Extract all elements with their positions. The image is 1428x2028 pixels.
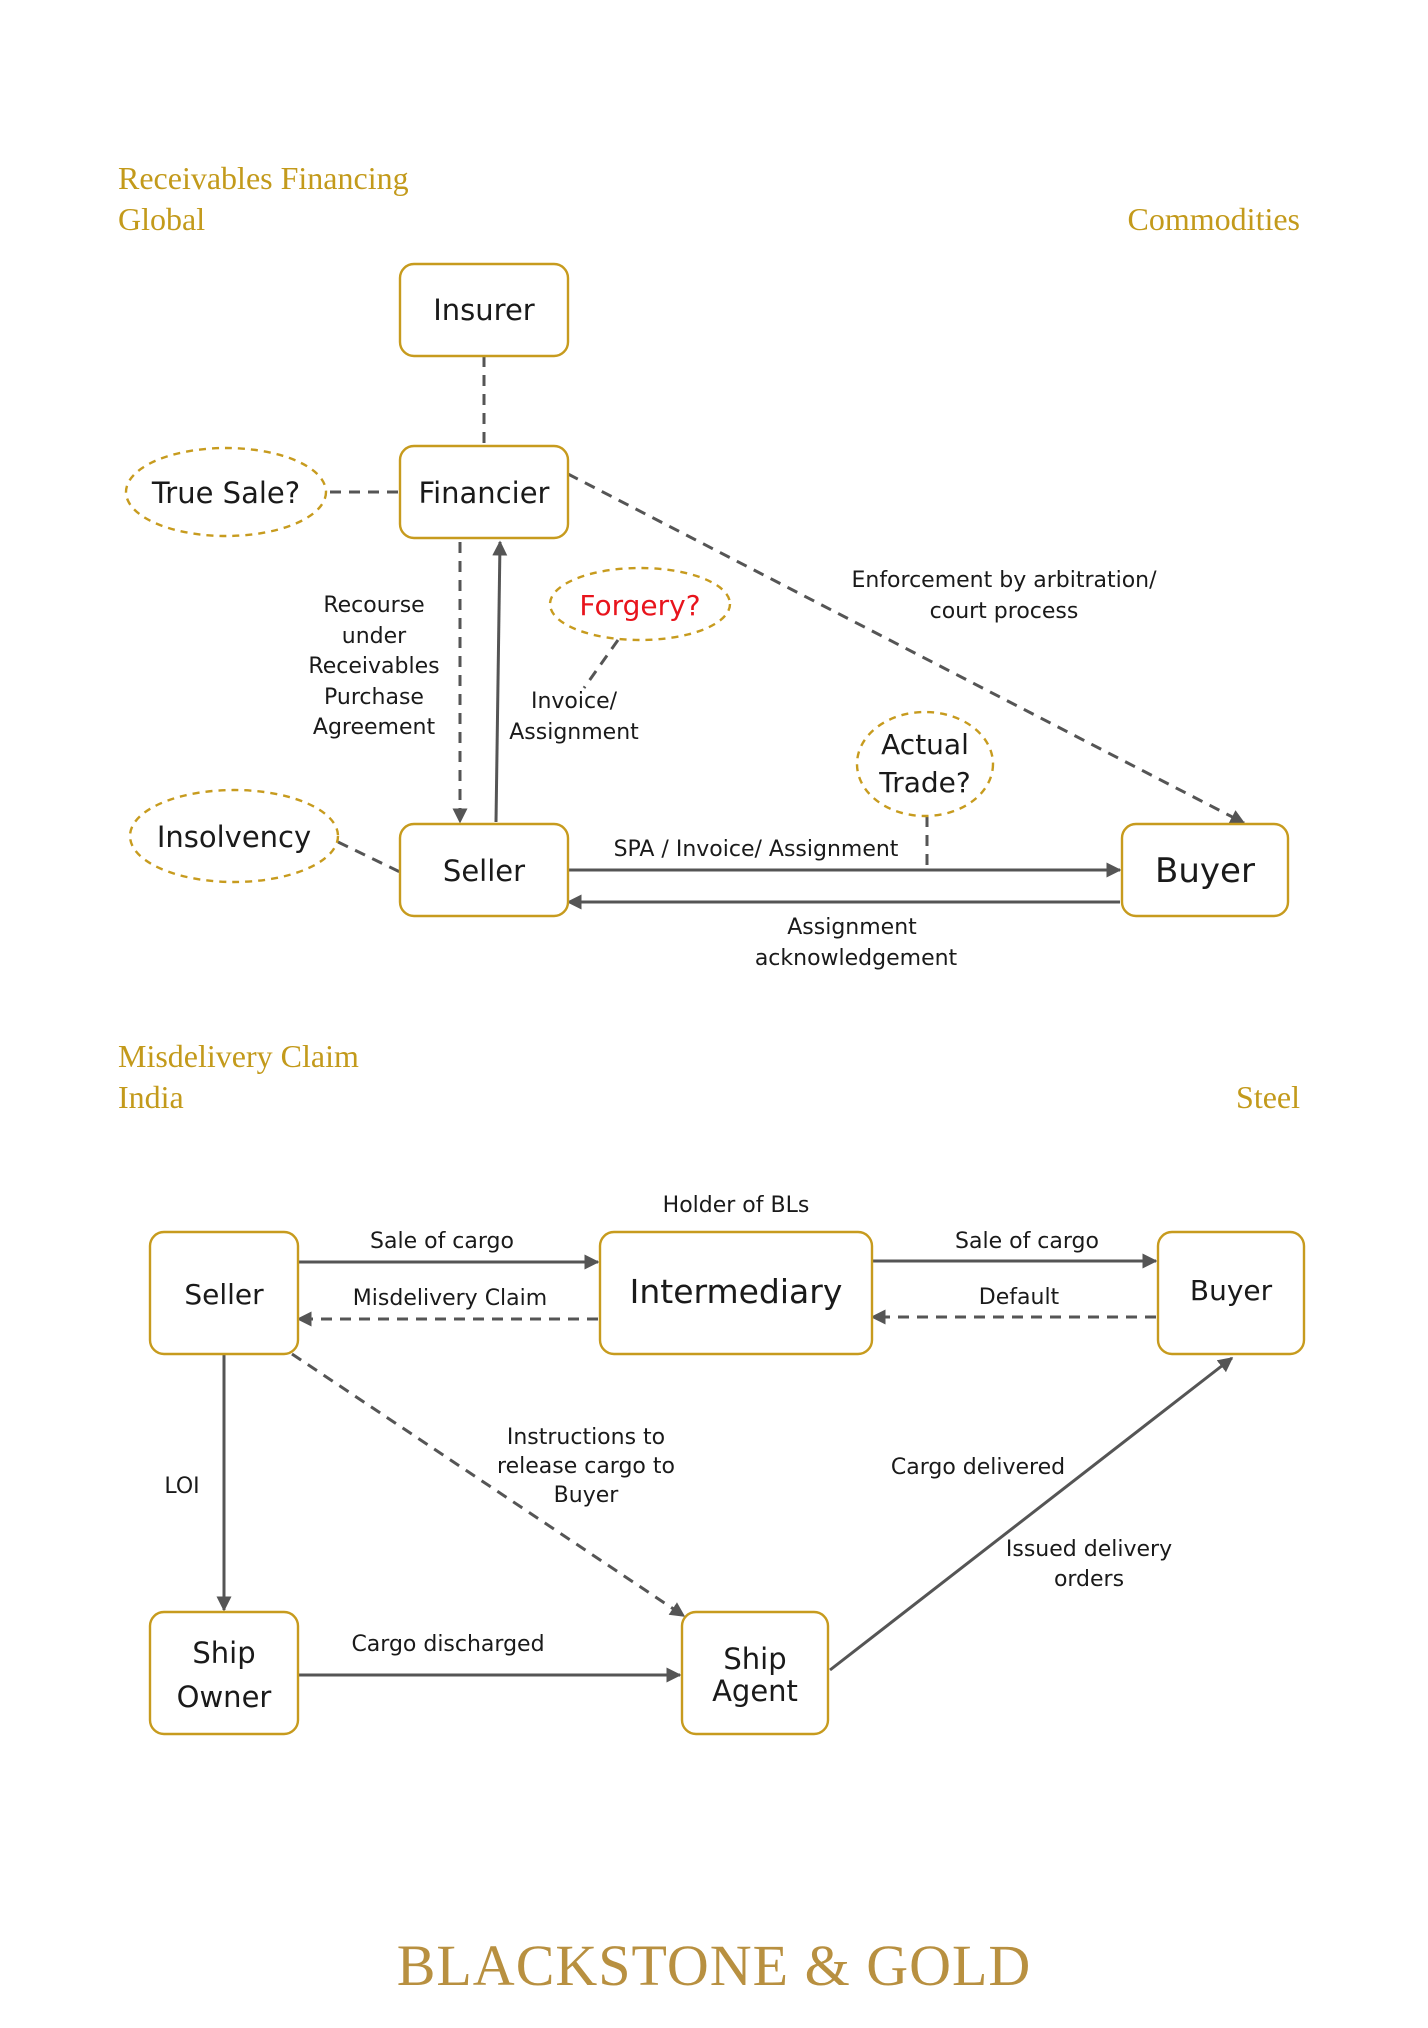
- label-spa-invoice-assignment: SPA / Invoice/ Assignment: [614, 837, 899, 862]
- section2-sector: Steel: [1236, 1079, 1300, 1115]
- label-sale-of-cargo-2: Sale of cargo: [955, 1229, 1099, 1254]
- connector-insolvency-seller: [337, 840, 401, 874]
- oval-true-sale-label: True Sale?: [151, 476, 300, 510]
- section1-title-line2: Global: [118, 201, 206, 237]
- label-recourse: Recourse under Receivables Purchase Agre…: [308, 593, 439, 740]
- oval-forgery-label: Forgery?: [579, 589, 700, 622]
- node-buyer-2[interactable]: Buyer: [1156, 1230, 1306, 1356]
- label-ack-1: Assignment: [787, 915, 917, 940]
- node-ship-agent-label-2: Agent: [712, 1674, 798, 1708]
- node-intermediary-label: Intermediary: [630, 1272, 843, 1311]
- node-seller-label: Seller: [443, 854, 525, 888]
- section2-title-line2: India: [118, 1079, 184, 1115]
- arrow-financier-buyer-enforcement: [567, 472, 1246, 825]
- oval-forgery[interactable]: Forgery?: [548, 566, 732, 642]
- node-insurer[interactable]: Insurer: [398, 262, 570, 358]
- section2-title-line1: Misdelivery Claim: [118, 1038, 359, 1074]
- label-issued-delivery-orders: Issued delivery orders: [1006, 1537, 1172, 1592]
- label-instructions-1: Instructions to: [507, 1425, 665, 1450]
- label-instructions-2: release cargo to: [497, 1454, 675, 1479]
- oval-actual-trade-label-2: Trade?: [878, 766, 971, 799]
- label-invoice-1: Invoice/: [531, 689, 618, 714]
- label-assignment-ack: Assignment acknowledgement: [755, 915, 958, 971]
- label-holder-of-bls: Holder of BLs: [663, 1193, 810, 1218]
- label-enforcement-1: Enforcement by arbitration/: [851, 568, 1157, 593]
- node-intermediary[interactable]: Intermediary: [598, 1230, 874, 1356]
- section1-title-line1: Receivables Financing: [118, 160, 409, 196]
- label-cargo-discharged: Cargo discharged: [351, 1632, 544, 1657]
- node-seller-2-label: Seller: [184, 1278, 264, 1311]
- oval-insolvency-label: Insolvency: [157, 820, 311, 854]
- label-recourse-4: Purchase: [324, 685, 424, 710]
- label-instructions-3: Buyer: [554, 1483, 620, 1508]
- node-financier-label: Financier: [419, 476, 550, 510]
- diagram-receivables-financing: Insurer Financier Seller Buyer True Sale…: [124, 262, 1290, 971]
- label-sale-of-cargo-1: Sale of cargo: [370, 1229, 514, 1254]
- node-ship-agent[interactable]: Ship Agent: [680, 1610, 830, 1736]
- section2-title: Misdelivery Claim India: [118, 1036, 359, 1118]
- connector-forgery-invoice: [582, 639, 620, 689]
- label-enforcement-2: court process: [930, 599, 1079, 624]
- label-recourse-1: Recourse: [323, 593, 424, 618]
- node-seller[interactable]: Seller: [398, 822, 570, 918]
- oval-actual-trade[interactable]: Actual Trade?: [855, 710, 995, 818]
- node-ship-owner-label-2: Owner: [177, 1680, 272, 1714]
- label-loi: LOI: [164, 1474, 199, 1499]
- label-enforcement: Enforcement by arbitration/ court proces…: [851, 568, 1157, 624]
- label-default: Default: [979, 1285, 1060, 1310]
- label-cargo-delivered: Cargo delivered: [891, 1455, 1065, 1480]
- node-financier[interactable]: Financier: [398, 444, 570, 540]
- node-buyer[interactable]: Buyer: [1120, 822, 1290, 918]
- oval-true-sale[interactable]: True Sale?: [124, 446, 328, 538]
- node-buyer-label: Buyer: [1155, 851, 1255, 891]
- node-ship-owner-label-1: Ship: [192, 1636, 255, 1670]
- label-recourse-5: Agreement: [313, 715, 436, 740]
- node-buyer-2-label: Buyer: [1190, 1274, 1273, 1307]
- label-recourse-3: Receivables: [308, 654, 439, 679]
- oval-actual-trade-label-1: Actual: [881, 728, 969, 761]
- label-invoice-assignment: Invoice/ Assignment: [509, 689, 639, 745]
- arrow-shipagent-buyer-delivered: [829, 1356, 1234, 1672]
- node-seller-2[interactable]: Seller: [148, 1230, 300, 1356]
- node-ship-agent-label-1: Ship: [723, 1642, 786, 1676]
- arrow-seller-shipagent-instructions: [291, 1352, 686, 1618]
- label-recourse-2: under: [342, 624, 407, 649]
- section1-title: Receivables Financing Global: [118, 158, 409, 240]
- oval-insolvency[interactable]: Insolvency: [128, 788, 340, 884]
- label-ack-2: acknowledgement: [755, 946, 958, 971]
- label-misdelivery-claim: Misdelivery Claim: [353, 1286, 547, 1311]
- label-issued-2: orders: [1054, 1567, 1124, 1592]
- label-invoice-2: Assignment: [509, 720, 639, 745]
- section1-sector: Commodities: [1127, 201, 1300, 237]
- label-instructions: Instructions to release cargo to Buyer: [497, 1425, 675, 1508]
- node-ship-owner[interactable]: Ship Owner: [148, 1610, 300, 1736]
- label-issued-1: Issued delivery: [1006, 1537, 1172, 1562]
- node-insurer-label: Insurer: [433, 293, 535, 327]
- diagram-misdelivery-claim: Seller Intermediary Buyer Ship Owner Shi…: [148, 1193, 1306, 1736]
- brand-logo-text: BLACKSTONE & GOLD: [396, 1933, 1032, 1998]
- arrow-seller-financier: [492, 540, 508, 823]
